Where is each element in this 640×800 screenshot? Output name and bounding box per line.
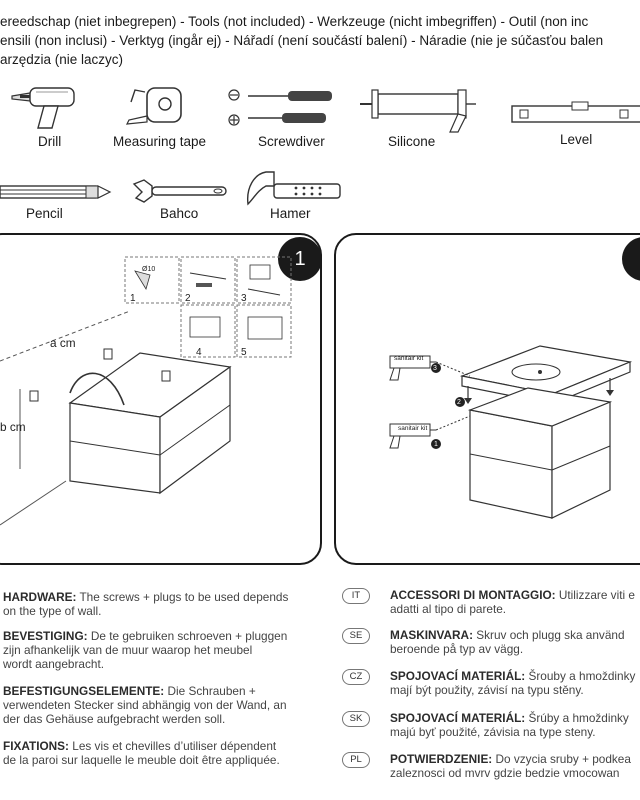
instruction-bevestiging: BEVESTIGING: De te gebruiken schroeven +…	[3, 629, 287, 671]
hammer-icon	[247, 171, 341, 206]
drill-bit-size: Ø10	[142, 266, 156, 273]
instruction-pl: POTWIERDZENIE: Do vzycia sruby + podkea …	[390, 752, 631, 780]
instruction-bevestiging-line2: zijn afhankelijk van de muur waarop het …	[3, 643, 253, 657]
measuring-tape-icon	[125, 87, 182, 125]
silicone-gun-icon	[360, 89, 476, 133]
instruction-pl-body: Do vzycia sruby + podkea	[492, 752, 631, 766]
instruction-befestigung-title: BEFESTIGUNGSELEMENTE:	[3, 684, 165, 698]
tool-label-bahco: Bahco	[160, 206, 199, 221]
instruction-it-body: Utilizzare viti e	[555, 588, 635, 602]
pencil-icon	[0, 185, 112, 199]
dimension-a: a cm	[50, 336, 76, 350]
instruction-befestigung: BEFESTIGUNGSELEMENTE: Die Schrauben + ve…	[3, 684, 287, 726]
instruction-it: ACCESSORI DI MONTAGGIO: Utilizzare viti …	[390, 588, 635, 616]
instruction-fixations-line2: de la paroi sur laquelle le meuble doit …	[3, 753, 280, 767]
instruction-bevestiging-title: BEVESTIGING:	[3, 629, 88, 643]
instruction-sk-line2: majú byť použité, závisia na type steny.	[390, 725, 596, 739]
instruction-cz-title: SPOJOVACÍ MATERIÁL:	[390, 669, 526, 683]
instruction-pl-line2: zaleznosci od mvrv gdzie bedzie vmocowan	[390, 766, 620, 780]
marker-2: 2	[457, 399, 461, 406]
instruction-bevestiging-line3: wordt aangebracht.	[3, 657, 104, 671]
lang-badge-pl: PL	[342, 752, 370, 768]
step-2-badge	[622, 237, 640, 281]
sanitair-kit-label-top: sanitair kit	[394, 355, 424, 362]
header-line-2: ensili (non inclusi) - Verktyg (ingår ej…	[0, 33, 604, 48]
instruction-bevestiging-body: De te gebruiken schroeven + pluggen	[87, 629, 288, 643]
instruction-se: MASKINVARA: Skruv och plugg ska använd b…	[390, 628, 625, 656]
lang-badge-it: IT	[342, 588, 370, 604]
instruction-hardware-line2: on the type of wall.	[3, 604, 102, 618]
instruction-it-title: ACCESSORI DI MONTAGGIO:	[390, 588, 556, 602]
instruction-sk-body: Šrúby a hmoždinky	[525, 711, 629, 725]
sanitair-kit-label-bottom: sanitair kit	[398, 425, 428, 432]
tool-label-hamer: Hamer	[270, 206, 311, 221]
instruction-it-line2: adatti al tipo di parete.	[390, 602, 507, 616]
instruction-hardware: HARDWARE: The screws + plugs to be used …	[3, 590, 288, 618]
instruction-cz-body: Šrouby a hmoždinky	[525, 669, 636, 683]
level-icon	[511, 101, 640, 123]
tool-label-drill: Drill	[38, 134, 62, 149]
instruction-hardware-title: HARDWARE:	[3, 590, 77, 604]
instruction-sk: SPOJOVACÍ MATERIÁL: Šrúby a hmoždinky ma…	[390, 711, 629, 739]
instruction-se-line2: beroende på typ av vägg.	[390, 642, 524, 656]
sub-step-1: 1	[130, 293, 136, 304]
tool-label-level: Level	[560, 132, 593, 147]
screwdriver-icon	[228, 89, 332, 126]
instruction-sk-title: SPOJOVACÍ MATERIÁL:	[390, 711, 526, 725]
instruction-se-title: MASKINVARA:	[390, 628, 474, 642]
wrench-icon	[132, 179, 227, 203]
step-2-panel	[334, 233, 640, 565]
sub-step-2: 2	[185, 293, 191, 304]
instruction-pl-title: POTWIERDZENIE:	[390, 752, 493, 766]
instruction-befestigung-line2: verwendeten Stecker sind abhängig von de…	[3, 698, 287, 712]
dimension-b: b cm	[0, 420, 26, 434]
drill-icon	[11, 87, 75, 129]
sub-step-5: 5	[241, 347, 247, 358]
instruction-cz: SPOJOVACÍ MATERIÁL: Šrouby a hmoždinky m…	[390, 669, 635, 697]
lang-badge-cz: CZ	[342, 669, 370, 685]
marker-1: 1	[434, 441, 438, 448]
instruction-fixations: FIXATIONS: Les vis et chevilles d’utilis…	[3, 739, 280, 767]
instruction-se-body: Skruv och plugg ska använd	[473, 628, 625, 642]
tool-label-pencil: Pencil	[26, 206, 63, 221]
sub-step-4: 4	[196, 347, 202, 358]
header-line-3: arzędzia (nie laczyc)	[0, 52, 124, 67]
marker-3: 3	[433, 365, 437, 372]
step-1-panel: 1	[0, 233, 322, 565]
instruction-cz-line2: mají být použity, závisí na typu stěny.	[390, 683, 584, 697]
lang-badge-se: SE	[342, 628, 370, 644]
tool-label-silicone: Silicone	[388, 134, 436, 149]
tool-label-measuring-tape: Measuring tape	[113, 134, 207, 149]
lang-badge-sk: SK	[342, 711, 370, 727]
tool-label-screwdriver: Screwdiver	[258, 134, 325, 149]
instruction-befestigung-body: Die Schrauben +	[164, 684, 256, 698]
step-1-illustration	[0, 256, 292, 526]
step-1-badge: 1	[278, 237, 322, 281]
tools-header: ereedschap (niet inbegrepen) - Tools (no…	[0, 12, 640, 69]
header-line-1: ereedschap (niet inbegrepen) - Tools (no…	[0, 14, 589, 29]
instruction-hardware-body: The screws + plugs to be used depends	[76, 590, 289, 604]
instruction-fixations-body: Les vis et chevilles d’utiliser dépenden…	[68, 739, 277, 753]
instruction-fixations-title: FIXATIONS:	[3, 739, 69, 753]
sub-step-3: 3	[241, 293, 247, 304]
instruction-befestigung-line3: der das Gehäuse aufgebracht werden soll.	[3, 712, 226, 726]
step-2-illustration	[389, 345, 633, 519]
